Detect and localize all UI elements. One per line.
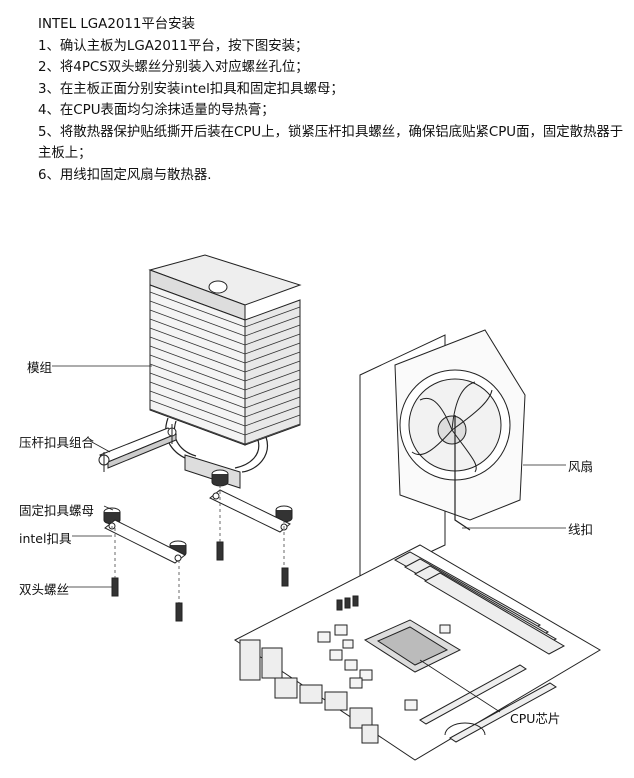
- fan: [359, 329, 526, 586]
- instructions: INTEL LGA2011平台安装 1、确认主板为LGA2011平台，按下图安装…: [38, 14, 628, 186]
- fin-line: [244, 414, 301, 436]
- fin-line: [244, 351, 301, 373]
- label-module: 模组: [27, 360, 53, 375]
- fin-line: [244, 423, 301, 445]
- motherboard: [234, 544, 601, 761]
- fin-stack: [149, 284, 301, 446]
- label-cpu-chip: CPU芯片: [510, 711, 561, 726]
- fin-line: [149, 345, 246, 382]
- clamp-assembly: [98, 424, 178, 472]
- intel-bracket-right: [209, 489, 291, 533]
- fin-line: [244, 360, 301, 382]
- io-panel: [239, 639, 379, 744]
- step-1: 1、确认主板为LGA2011平台，按下图安装；: [38, 38, 309, 54]
- fin-line: [149, 390, 246, 427]
- fin-line: [149, 408, 246, 445]
- fin-line: [244, 369, 301, 391]
- cpu-socket: [363, 619, 462, 673]
- fin-line: [244, 387, 301, 409]
- fin-line: [149, 363, 246, 400]
- fin-line: [244, 342, 301, 364]
- fin-line: [149, 372, 246, 409]
- ram-slots: [393, 551, 566, 655]
- label-fan: 风扇: [568, 459, 594, 474]
- fin-line: [149, 354, 246, 391]
- fin-line: [244, 315, 301, 337]
- fin-line: [244, 306, 301, 328]
- fin-line: [244, 378, 301, 400]
- heatsink-module: [148, 254, 302, 489]
- fin-line: [149, 327, 246, 364]
- nut-right-top: [211, 469, 229, 487]
- fin-line: [149, 309, 246, 346]
- step-5: 5、将散热器保护贴纸撕开后装在CPU上，锁紧压杆扣具螺丝，确保铝底贴紧CPU面，…: [38, 124, 624, 162]
- fin-line: [149, 300, 246, 337]
- fan-blades: [411, 381, 493, 473]
- label-nut: 固定扣具螺母: [19, 503, 95, 518]
- fin-line: [149, 318, 246, 355]
- label-intel-bracket: intel扣具: [19, 531, 72, 546]
- instructions-title: INTEL LGA2011平台安装: [38, 17, 195, 32]
- fin-line: [149, 381, 246, 418]
- fin-line: [149, 399, 246, 436]
- fin-line: [244, 396, 301, 418]
- step-3: 3、在主板正面分别安装intel扣具和固定扣具螺母；: [38, 81, 344, 97]
- fin-line: [244, 333, 301, 355]
- step-2: 2、将4PCS双头螺丝分别装入对应螺丝孔位；: [38, 60, 309, 75]
- double-screws: [111, 541, 289, 622]
- step-4: 4、在CPU表面均匀涂抹适量的导热膏；: [38, 103, 275, 118]
- leader-lines: [52, 365, 566, 713]
- label-clamp-assembly: 压杆扣具组合: [19, 435, 95, 450]
- fin-line: [244, 405, 301, 427]
- fin-line: [149, 291, 246, 328]
- label-double-screw: 双头螺丝: [19, 582, 70, 597]
- components: [317, 624, 451, 711]
- fin-line: [244, 324, 301, 346]
- wire-clip: [454, 415, 471, 531]
- fin-line: [149, 336, 246, 373]
- step-6: 6、用线扣固定风扇与散热器.: [38, 167, 212, 183]
- label-wire-clip: 线扣: [568, 522, 594, 537]
